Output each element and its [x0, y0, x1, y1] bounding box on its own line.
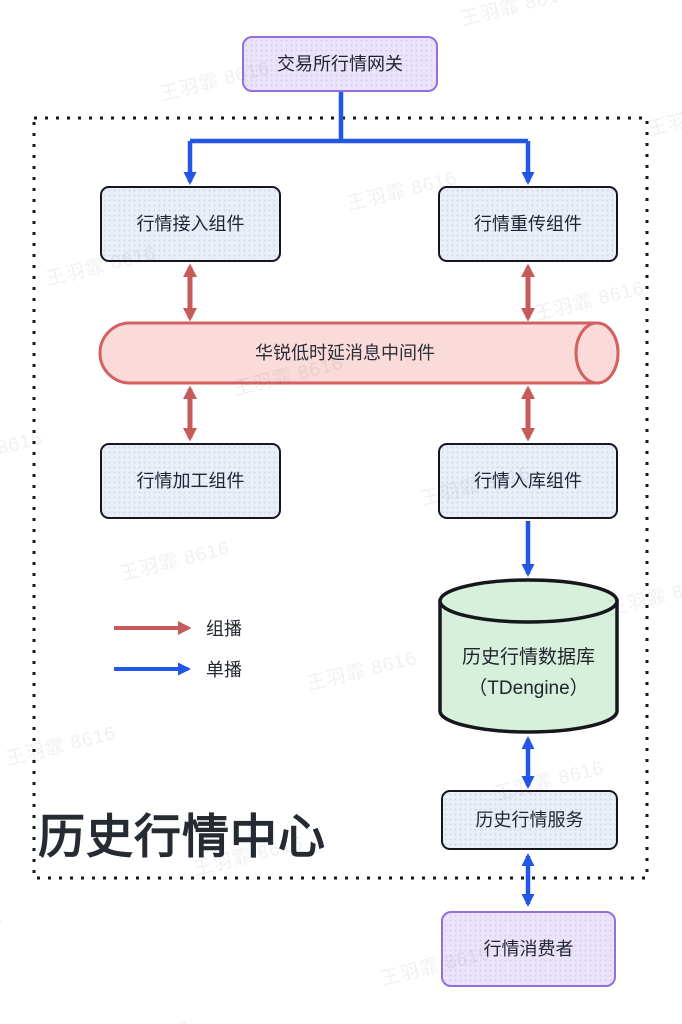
center-title: 历史行情中心: [38, 810, 326, 863]
database-cylinder-body: [438, 599, 619, 734]
service-node: 历史行情服务: [441, 790, 618, 850]
consumer-node: 行情消费者: [441, 911, 616, 987]
center-boundary-box: [32, 116, 649, 880]
middleware-pipe-cap: [574, 321, 620, 385]
processing-component-label: 行情加工组件: [136, 470, 245, 491]
storage-component-label: 行情入库组件: [474, 470, 582, 491]
legend-unicast-label: 单播: [206, 660, 242, 680]
gateway-node: 交易所行情网关: [242, 36, 438, 92]
database-label: 历史行情数据库 （TDengine）: [440, 642, 617, 705]
service-label: 历史行情服务: [475, 809, 584, 830]
access-component-label: 行情接入组件: [136, 213, 245, 234]
database-label-line2: （TDengine）: [468, 678, 589, 700]
processing-component-node: 行情加工组件: [100, 443, 281, 519]
database-label-line1: 历史行情数据库: [461, 647, 595, 668]
database-cylinder-top: [438, 578, 619, 624]
legend-multicast-label: 组播: [206, 619, 242, 639]
gateway-label: 交易所行情网关: [277, 53, 403, 74]
retransmission-component-label: 行情重传组件: [474, 213, 582, 234]
access-component-node: 行情接入组件: [100, 186, 281, 262]
consumer-label: 行情消费者: [483, 938, 574, 959]
storage-component-node: 行情入库组件: [438, 443, 618, 519]
retransmission-component-node: 行情重传组件: [438, 186, 618, 262]
middleware-pipe-label: 华锐低时延消息中间件: [255, 343, 435, 363]
